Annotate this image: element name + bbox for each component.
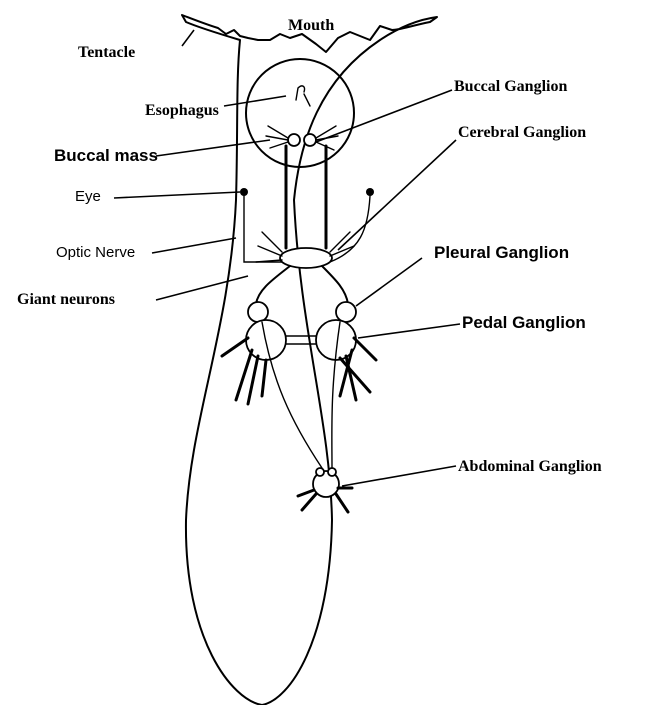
leader-esophagus bbox=[224, 96, 286, 106]
eye-right bbox=[366, 188, 374, 196]
buccal-mass-circle bbox=[246, 59, 354, 167]
esophagus-mark bbox=[296, 86, 310, 106]
label-cerebral-ganglion: Cerebral Ganglion bbox=[458, 125, 586, 141]
leader-cerebral-ganglion bbox=[338, 140, 456, 250]
label-mouth: Mouth bbox=[288, 18, 334, 34]
leader-buccal-mass bbox=[156, 140, 270, 156]
leader-giant-neurons bbox=[156, 276, 248, 300]
pleural-ganglion-left bbox=[248, 302, 268, 322]
leader-buccal-ganglion bbox=[316, 90, 452, 142]
label-pedal-ganglion: Pedal Ganglion bbox=[462, 314, 586, 331]
optic-nerve-left bbox=[244, 196, 282, 262]
label-pleural-ganglion: Pleural Ganglion bbox=[434, 244, 569, 261]
eye-left bbox=[240, 188, 248, 196]
label-esophagus: Esophagus bbox=[145, 103, 219, 119]
leader-eye bbox=[114, 192, 240, 198]
leader-pleural-ganglion bbox=[356, 258, 422, 306]
label-optic-nerve: Optic Nerve bbox=[56, 245, 135, 260]
buccal-ganglion-right bbox=[304, 134, 316, 146]
label-abdominal-ganglion: Abdominal Ganglion bbox=[458, 459, 602, 475]
label-eye: Eye bbox=[75, 189, 101, 204]
buccal-ganglion-left bbox=[288, 134, 300, 146]
label-buccal-mass: Buccal mass bbox=[54, 147, 158, 164]
leader-abdominal-ganglion bbox=[342, 466, 456, 486]
pleural-ganglion-right bbox=[336, 302, 356, 322]
leader-optic-nerve bbox=[152, 238, 236, 253]
body-outline bbox=[182, 15, 437, 705]
cerebral-ganglion bbox=[280, 248, 332, 268]
leader-pedal-ganglion bbox=[358, 324, 460, 338]
label-buccal-ganglion: Buccal Ganglion bbox=[454, 79, 567, 95]
label-tentacle: Tentacle bbox=[78, 45, 135, 61]
abdominal-ganglion-lobe-left bbox=[316, 468, 324, 476]
label-giant-neurons: Giant neurons bbox=[17, 292, 115, 308]
abdominal-ganglion-lobe-right bbox=[328, 468, 336, 476]
optic-nerve-right bbox=[330, 196, 370, 262]
leader-tentacle bbox=[182, 30, 194, 46]
